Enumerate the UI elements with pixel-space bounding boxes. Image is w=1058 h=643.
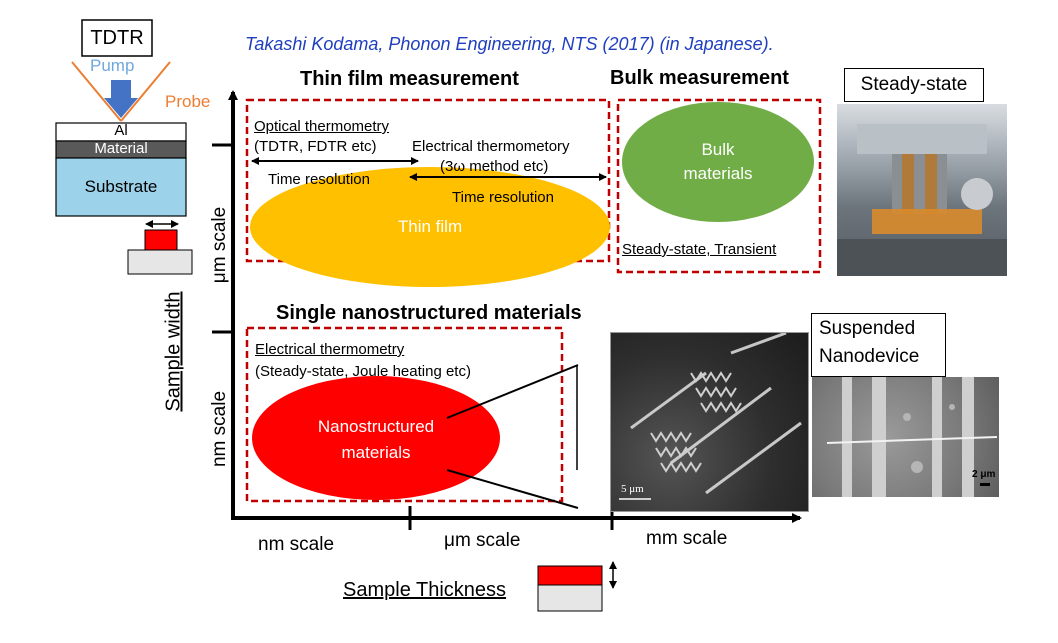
suspended-scale-label: 2 μm [972,469,996,480]
zoom-line-top [446,364,579,419]
probe-label: Probe [165,92,211,111]
electrical-thermometry-sub: (3ω method etc) [440,158,549,175]
y-axis-title: Sample width [162,291,185,412]
optical-thermometry-sub: (TDTR, FDTR etc) [254,138,377,155]
bulk-ellipse [622,102,814,222]
width-sample-base [127,249,193,275]
pump-label: Pump [90,56,135,75]
tdtr-label: TDTR [90,27,144,49]
nano-ellipse-line2: materials [341,443,411,462]
x-axis-title: Sample Thickness [343,579,507,601]
suspended-label-line2: Nanodevice [819,346,920,367]
suspended-nanodevice-structure [826,377,998,497]
pump-arrow [104,80,138,118]
suspended-nanodevice-photo: 2 μm [812,377,999,497]
thickness-sample-base [537,584,603,612]
zoom-line-bottom [446,469,579,509]
sem-scale-bar-label: 5 μm [621,483,644,495]
thickness-sample-top [537,565,603,586]
x-um-scale-label: μm scale [444,530,521,551]
bulk-method: Steady-state, Transient [622,241,777,258]
time-resolution-electrical: Time resolution [452,189,554,206]
al-label: Al [114,122,128,139]
steady-state-label-box [844,68,984,102]
x-nm-scale-label: nm scale [258,534,335,555]
suspended-label-box [811,313,946,377]
thin-film-ellipse-label: Thin film [397,217,463,236]
steady-state-label: Steady-state [860,74,968,95]
steady-state-apparatus [837,124,1007,276]
y-um-scale-label: μm scale [209,206,230,284]
suspended-label-line1: Suspended [819,318,916,339]
bulk-ellipse-line2: materials [683,164,753,183]
nano-ellipse-line1: Nanostructured [317,417,435,436]
substrate-layer [55,157,187,217]
sem-structure [619,333,802,500]
bulk-box [616,98,822,274]
time-resolution-optical: Time resolution [268,171,370,188]
bulk-ellipse-line1: Bulk [701,140,735,159]
steady-state-photo [837,104,1007,276]
thin-film-heading: Thin film measurement [300,68,519,90]
citation: Takashi Kodama, Phonon Engineering, NTS … [245,34,774,54]
material-label: Material [94,140,148,157]
nano-box [245,326,564,503]
width-sample-top [144,229,178,251]
nano-ellipse [252,376,500,500]
probe-beam-in [71,61,122,122]
nano-method-sub: (Steady-state, Joule heating etc) [255,363,471,380]
electrical-thermometry-title: Electrical thermometory [412,138,570,155]
probe-beam-out [120,61,171,122]
x-mm-scale-label: mm scale [646,528,728,549]
thin-film-ellipse [250,167,610,287]
nano-method-title: Electrical thermometry [255,341,405,358]
y-nm-scale-label: nm scale [209,390,230,468]
sem-image-nanodevice: 5 μm [610,332,809,512]
tdtr-label-box [81,19,153,57]
nano-heading: Single nanostructured materials [276,302,582,324]
optical-thermometry-title: Optical thermometry [254,118,390,135]
substrate-label: Substrate [84,177,158,196]
bulk-heading: Bulk measurement [610,67,789,89]
